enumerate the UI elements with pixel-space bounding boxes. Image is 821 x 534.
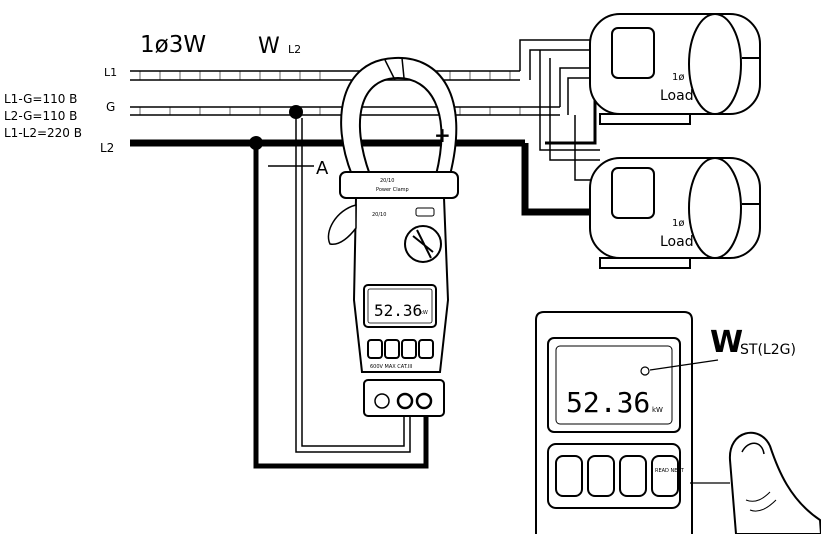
load-motor-2 (589, 157, 761, 269)
meter-button-row (367, 339, 434, 359)
clamp-meter (327, 56, 459, 417)
label-g: G (106, 100, 115, 114)
current-label: A (316, 158, 329, 179)
meter-brand: Power Clamp (376, 187, 409, 193)
test-leads (253, 112, 429, 469)
zoom-display-unit: kW (652, 406, 663, 414)
finger-icon (728, 431, 821, 534)
voltage-l1-l2: L1-L2=220 B (4, 126, 82, 140)
load-motor-1 (589, 13, 761, 125)
wire-l2 (130, 100, 605, 216)
voltage-l2-g: L2-G=110 B (4, 109, 77, 123)
meter-display-reading: 52.36 (374, 301, 422, 320)
callout-pointer (640, 359, 730, 484)
meter-range: 20/10 (372, 212, 386, 218)
load-2-name: Load (660, 234, 694, 250)
zoom-meter-panel (535, 311, 693, 534)
callout-sub: ST(L2G) (740, 342, 796, 358)
zoom-button-read-next: READ NEXT (655, 468, 685, 474)
meter-cat-rating: 600V MAX CAT.III (370, 364, 412, 370)
meter-display-unit: kW (420, 310, 428, 316)
system-label: 1ø3W (140, 32, 206, 58)
load-2-phase: 1ø (672, 218, 684, 229)
label-l2: L2 (100, 141, 114, 155)
label-l1: L1 (104, 66, 117, 79)
meter-model: 20/10 (380, 178, 394, 184)
load-1-phase: 1ø (672, 72, 684, 83)
callout-main: W (710, 325, 743, 360)
polarity-mark: + (434, 123, 451, 147)
voltage-l1-g: L1-G=110 B (4, 92, 77, 106)
zoom-display-reading: 52.36 (566, 386, 650, 419)
wire-l1 (130, 39, 600, 161)
measurement-label: W (258, 34, 280, 59)
load-1-name: Load (660, 88, 694, 104)
measurement-sub: L2 (288, 43, 301, 56)
